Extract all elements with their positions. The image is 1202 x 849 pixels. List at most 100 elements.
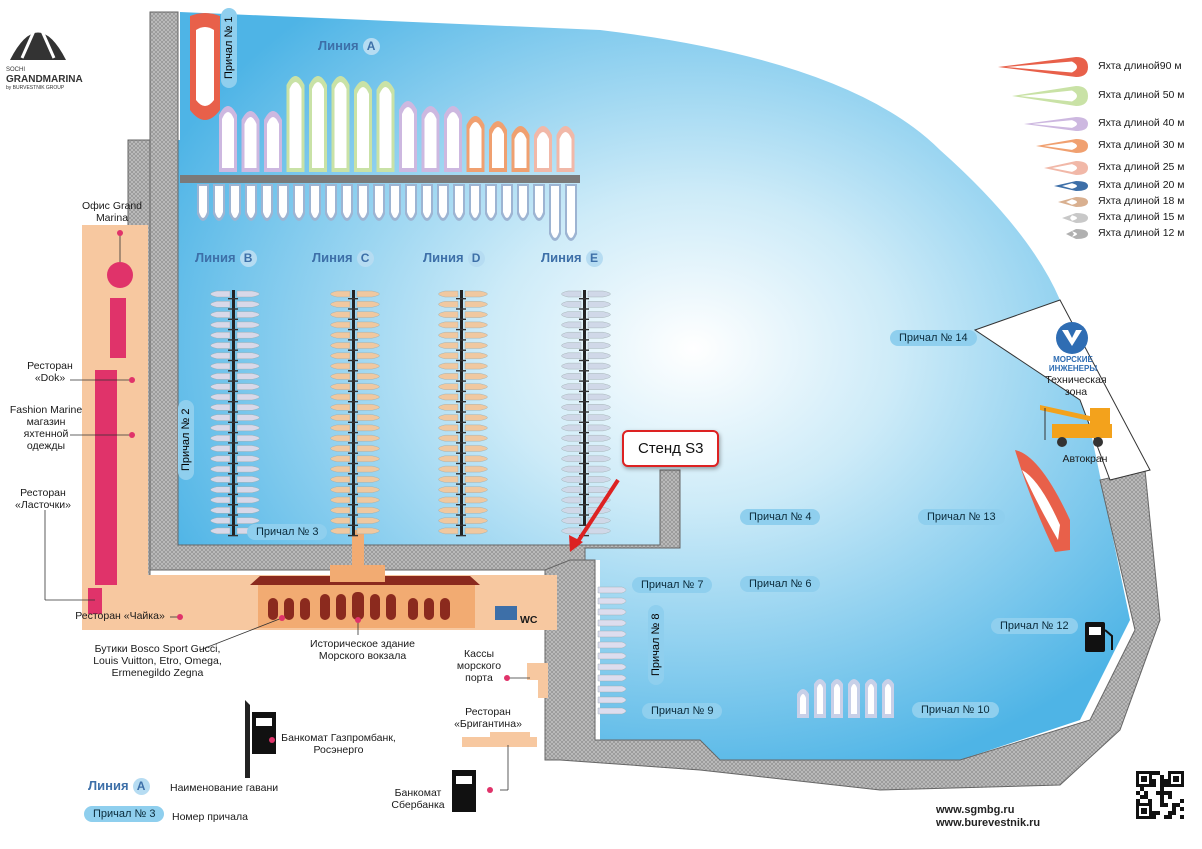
finger-pier	[348, 534, 358, 537]
chaika-building	[88, 588, 102, 614]
finger-pier	[348, 401, 358, 403]
yacht-small	[236, 414, 260, 421]
yacht-small	[210, 393, 231, 401]
yacht-line-a	[466, 116, 485, 172]
finger-pier	[228, 390, 238, 393]
berth-2-label: Причал № 2	[178, 399, 194, 480]
yacht-small	[464, 496, 488, 504]
finger-pier	[456, 524, 466, 526]
finger-pier	[579, 452, 589, 454]
yacht-small	[356, 527, 380, 535]
finger-pier	[348, 298, 358, 300]
yacht-line-a-south	[373, 184, 385, 221]
yacht-small	[561, 362, 582, 370]
finger-pier	[579, 504, 589, 506]
finger-pier	[228, 370, 238, 372]
office-label: Офис Grand Marina	[81, 200, 143, 224]
yacht-small	[330, 527, 351, 535]
pontoon-a	[180, 175, 580, 183]
yacht-line-a-south	[197, 184, 209, 221]
yacht-small	[561, 435, 582, 442]
yacht-small	[561, 342, 582, 349]
yacht-small	[330, 321, 351, 329]
yacht-south	[597, 641, 627, 649]
yacht-small	[356, 332, 380, 339]
yacht-small	[438, 496, 459, 504]
yacht-small	[330, 517, 351, 524]
yacht-small	[356, 496, 380, 504]
yacht-small	[587, 465, 611, 473]
yacht-small	[236, 332, 260, 339]
yacht-line-a-south	[565, 184, 577, 241]
yacht-berth-10	[865, 679, 877, 718]
yacht-small	[210, 404, 231, 411]
yacht-small	[236, 352, 260, 359]
yacht-small	[210, 362, 231, 370]
yacht-small	[561, 424, 582, 432]
yacht-small	[464, 342, 488, 349]
yacht-small	[587, 383, 611, 390]
yacht-small	[210, 383, 231, 390]
berth-1-label: Причал № 1	[221, 7, 237, 88]
yacht-legend-label-6: Яхта длиной 18 м	[1098, 195, 1185, 207]
yacht-small	[587, 321, 611, 329]
finger-pier	[579, 514, 589, 516]
yacht-small	[356, 404, 380, 411]
finger-pier	[228, 298, 238, 300]
finger-pier	[228, 421, 238, 423]
yacht-small	[210, 507, 231, 514]
yacht-small	[587, 435, 611, 442]
yacht-line-a-south	[341, 184, 353, 221]
brigantina-building	[462, 737, 537, 747]
yacht-small	[356, 321, 380, 329]
finger-pier	[348, 493, 358, 496]
yacht-small	[210, 311, 231, 318]
finger-pier	[456, 483, 466, 485]
finger-pier	[579, 483, 589, 485]
berth-12-label: Причал № 12	[991, 618, 1078, 634]
finger-pier	[456, 452, 466, 454]
yacht-small	[438, 435, 459, 442]
yacht-south	[597, 674, 627, 682]
stand-s3-callout: Стенд S3	[622, 430, 720, 467]
office-building	[107, 262, 133, 288]
finger-pier	[228, 359, 238, 362]
fuel-station-icon	[1085, 622, 1113, 652]
yacht-small	[438, 517, 459, 524]
yacht-small	[464, 435, 488, 442]
finger-pier	[579, 462, 589, 465]
berth-14-label: Причал № 14	[890, 330, 977, 346]
yacht-line-a-south	[213, 184, 225, 221]
finger-pier	[228, 308, 238, 310]
finger-pier	[579, 370, 589, 372]
yacht-small	[210, 342, 231, 349]
yacht-small	[210, 373, 231, 380]
yacht-small	[561, 352, 582, 359]
yacht-legend-icon-1	[1012, 86, 1088, 106]
yacht-small	[356, 352, 380, 359]
yacht-legend-icon-6	[1058, 197, 1088, 207]
callout-arrow	[573, 478, 620, 548]
berth-3-label: Причал № 3	[247, 524, 328, 540]
yacht-small	[356, 424, 380, 432]
yacht-legend-label-2: Яхта длиной 40 м	[1098, 117, 1185, 129]
logo-top: SOCHI	[6, 67, 26, 73]
yacht-small	[464, 352, 488, 359]
yacht-small	[464, 486, 488, 493]
yacht-small	[561, 527, 582, 535]
yacht-legend-label-0: Яхта длиной90 м	[1098, 60, 1182, 72]
yacht-small	[464, 507, 488, 514]
yacht-small	[561, 332, 582, 339]
yacht-line-a-south	[533, 184, 545, 221]
berth-4-label: Причал № 4	[740, 509, 821, 525]
url-sgmbg[interactable]: www.sgmbg.ru	[936, 804, 1015, 816]
yacht-small	[438, 342, 459, 349]
finger-pier	[228, 462, 238, 465]
finger-pier	[228, 380, 238, 382]
url-burevestnik[interactable]: www.burevestnik.ru	[936, 817, 1041, 829]
yacht-small	[561, 383, 582, 390]
finger-pier	[456, 534, 466, 537]
yacht-small	[561, 393, 582, 401]
finger-pier	[579, 421, 589, 423]
yacht-line-a	[286, 76, 305, 172]
